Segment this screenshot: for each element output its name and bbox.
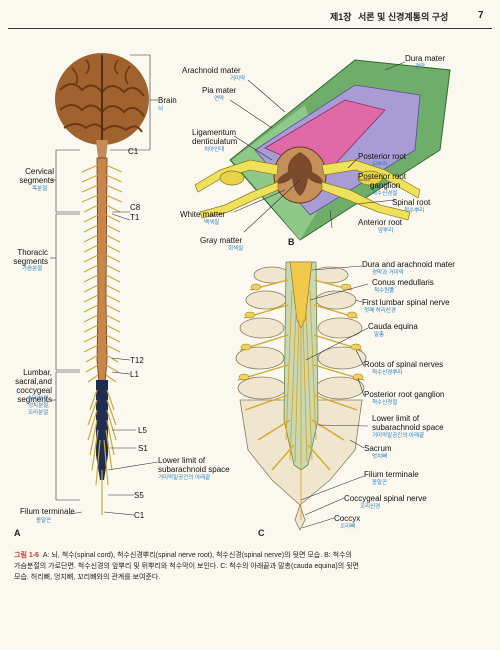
label-white-matter: White matter (180, 210, 226, 219)
label-lower-limit-c-ko: 거미막밑공간의 아래끝 (372, 433, 425, 439)
label-ligamentum-1: Ligamentum (192, 128, 237, 137)
label-posterior-ganglion-2: ganglion (370, 181, 401, 190)
label-posterior-root-ko: 뒤뿌리 (372, 162, 388, 168)
label-anterior-root: Anterior root (358, 218, 403, 227)
label-filum-a: Filum terminale (20, 507, 75, 516)
label-arachnoid-ko: 거미막 (230, 76, 246, 82)
label-brain: Brain (158, 96, 177, 105)
label-lower-limit-c-1: Lower limit of (372, 414, 420, 423)
label-lower-limit-a-2: subarachnoid space (158, 465, 230, 474)
spinal-cord (96, 157, 108, 396)
label-pia-ko: 연막 (214, 96, 225, 102)
label-l5: L5 (138, 426, 147, 435)
label-cervical-ko: 목분절 (32, 186, 48, 192)
panel-a-letter: A (14, 528, 21, 538)
label-white-matter-ko: 백색질 (204, 220, 220, 226)
label-posterior-ganglion-1: Posterior root (358, 172, 407, 181)
page-number: 7 (478, 10, 484, 21)
caption-label: 그림 1-6 (14, 552, 39, 559)
label-thoracic-ko: 가슴분절 (22, 266, 43, 272)
label-anterior-root-ko: 앞뿌리 (378, 228, 394, 234)
label-lower-limit-c-2: subarachnoid space (372, 423, 444, 432)
label-coccyx-ko: 꼬리뼈 (340, 524, 356, 530)
label-ganglion-c: Posterior root ganglion (364, 390, 445, 399)
label-lumbar-ko-3: 꼬리분절 (28, 410, 49, 416)
label-s5: S5 (134, 491, 144, 500)
panel-c-artwork (235, 261, 369, 531)
label-ganglion-c-ko: 척수신경절 (372, 400, 398, 406)
label-dura-arachnoid: Dura and arachnoid mater (362, 260, 455, 269)
label-posterior-ganglion-ko: 척수신경절 (372, 191, 398, 197)
label-ligamentum-2: denticulatum (192, 137, 238, 146)
label-cauda: Cauda equina (368, 322, 418, 331)
label-lumbar: Lumbar, sacral,and coccygeal segments (15, 368, 52, 404)
panel-b-artwork (194, 59, 451, 241)
caption-line-1: 그림 1-6 A: 뇌, 척수(spinal cord), 척수신경뿌리(spi… (14, 550, 486, 561)
panel-a-artwork (50, 53, 159, 516)
label-filum-c: Filum terminale (364, 470, 419, 479)
label-s1: S1 (138, 444, 148, 453)
label-conus: Conus medullaris (372, 278, 434, 287)
label-l1: L1 (130, 370, 139, 379)
label-first-lumbar-ko: 첫째 허리신경 (364, 308, 396, 314)
label-posterior-root: Posterior root (358, 152, 407, 161)
label-arachnoid: Arachnoid mater (182, 66, 241, 75)
label-roots-ko: 척수신경뿌리 (372, 370, 403, 376)
label-conus-ko: 척수원뿔 (374, 288, 395, 294)
label-thoracic: Thoracic segments (13, 248, 48, 266)
caption-text-3: 모습. 허리뼈, 엉치뼈, 꼬리뼈와의 관계를 보여준다. (14, 574, 161, 581)
label-lumbar-ko-1: 허리분절, (28, 396, 50, 402)
panel-b-letter: B (288, 237, 295, 247)
label-brain-ko: 뇌 (158, 106, 164, 112)
label-c1-bottom: C1 (134, 511, 145, 520)
header-rule (8, 28, 492, 29)
label-dura: Dura mater (405, 54, 446, 63)
label-spinal-root-ko: 척수뿌리 (404, 208, 425, 214)
figure-caption: 그림 1-6 A: 뇌, 척수(spinal cord), 척수신경뿌리(spi… (14, 550, 486, 583)
caption-text-1: A: 뇌, 척수(spinal cord), 척수신경뿌리(spinal ner… (42, 552, 352, 559)
label-pia: Pia mater (202, 86, 237, 95)
label-dura-ko: 경막 (415, 64, 426, 70)
label-coccygeal-ko: 꼬리신경 (360, 504, 381, 510)
label-cervical: Cervical segments (19, 167, 54, 185)
chapter-title: 서론 및 신경계통의 구성 (358, 12, 449, 22)
label-first-lumbar: First lumbar spinal nerve (362, 298, 450, 307)
label-gray-matter-ko: 회색질 (228, 246, 244, 252)
label-c8: C8 (130, 203, 141, 212)
panel-c-letter: C (258, 528, 265, 538)
label-dura-arachnoid-ko: 경막과 거미막 (372, 270, 404, 276)
label-c1-top: C1 (128, 147, 139, 156)
label-lower-limit-a-ko: 거미막밑공간의 아래끝 (158, 475, 211, 481)
chapter-label: 제1장 (330, 12, 352, 22)
page-header: 제1장 서론 및 신경계통의 구성 7 (0, 0, 500, 30)
label-ligamentum-ko: 치아인대 (204, 147, 225, 153)
caption-text-2: 가슴분절의 가로단면. 척수신경의 앞뿌리 및 뒤뿌리와 척수막이 보인다. C… (14, 563, 359, 570)
label-filum-a-ko: 종말끈 (36, 518, 52, 524)
label-gray-matter: Gray matter (200, 236, 243, 245)
label-sacrum: Sacrum (364, 444, 392, 453)
label-t1: T1 (130, 213, 140, 222)
label-lumbar-ko-2: 엉치분절, (28, 403, 50, 409)
label-lower-limit-a-1: Lower limit of (158, 456, 206, 465)
label-coccyx: Coccyx (334, 514, 361, 523)
label-t12: T12 (130, 356, 144, 365)
label-spinal-root: Spinal root (392, 198, 431, 207)
label-filum-c-ko: 종말끈 (372, 480, 388, 486)
label-coccygeal: Coccygeal spinal nerve (344, 494, 427, 503)
label-roots: Roots of spinal nerves (364, 360, 444, 369)
label-cauda-ko: 말총 (374, 332, 385, 338)
label-sacrum-ko: 엉치뼈 (372, 454, 388, 460)
